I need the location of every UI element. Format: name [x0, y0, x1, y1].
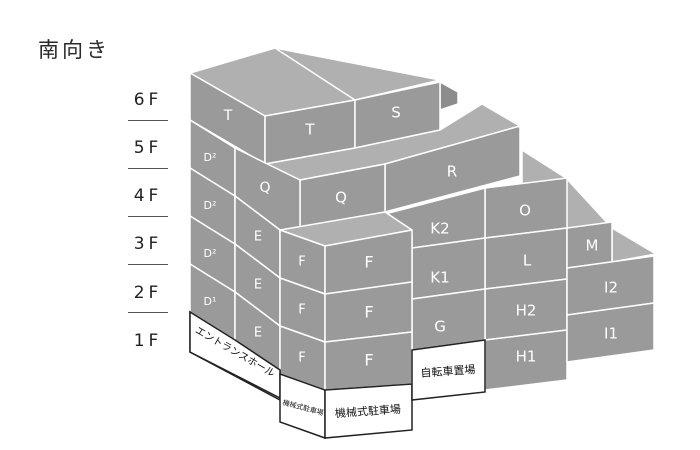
- unit-label-f-side-1f: F: [298, 351, 305, 366]
- bicycle-parking: [411, 339, 486, 401]
- unit-label-i2: I2: [604, 279, 618, 297]
- unit-label-i1: I1: [604, 325, 618, 343]
- floor-label-6f: 6F: [133, 90, 163, 110]
- unit-label-f-2f: F: [364, 303, 373, 322]
- floor-label-4f: 4F: [133, 186, 163, 206]
- floor-divider: [128, 312, 168, 313]
- orientation-label: 南向き: [38, 38, 110, 62]
- unit-label-t-left: T: [223, 108, 233, 124]
- bicycle-parking-label: 自転車置場: [420, 362, 476, 380]
- unit-label-d2-5f: D²: [204, 151, 217, 164]
- unit-label-e-3f: E: [254, 278, 262, 293]
- floor-divider: [128, 168, 168, 169]
- unit-label-m: M: [586, 237, 599, 255]
- unit-label-d1-2f: D¹: [204, 295, 217, 308]
- unit-label-h1: H1: [516, 348, 537, 366]
- floor-divider: [128, 216, 168, 217]
- unit-label-q: Q: [335, 189, 347, 207]
- unit-label-l: L: [523, 252, 532, 270]
- unit-label-g: G: [434, 318, 446, 336]
- mechanical-parking: [324, 383, 413, 439]
- floor-divider: [128, 264, 168, 265]
- unit-label-k2: K2: [430, 220, 449, 238]
- unit-label-f-1f: F: [364, 351, 373, 370]
- mechanical-parking-label: 機械式駐車場: [335, 402, 402, 421]
- unit-label-e-4f: E: [254, 230, 262, 245]
- unit-label-d2-3f: D²: [204, 247, 217, 260]
- floor-label-1f: 1F: [133, 331, 163, 351]
- unit-i1: [566, 302, 655, 363]
- unit-label-o: O: [519, 202, 531, 220]
- unit-label-h2: H2: [516, 302, 537, 320]
- wing-step-6f: [439, 81, 459, 111]
- floor-label-5f: 5F: [133, 138, 163, 158]
- floor-divider: [128, 120, 168, 121]
- unit-label-t: T: [304, 121, 315, 139]
- unit-label-f-side-3f: F: [298, 255, 305, 270]
- unit-label-f-side-2f: F: [298, 303, 305, 318]
- unit-label-q-side: Q: [259, 180, 270, 196]
- unit-label-e-2f: E: [254, 326, 262, 341]
- unit-label-k1: K1: [430, 269, 449, 287]
- floor-label-3f: 3F: [133, 234, 163, 254]
- unit-label-d2-4f: D²: [204, 199, 217, 212]
- floor-label-2f: 2F: [133, 283, 163, 303]
- unit-label-f-3f: F: [364, 253, 373, 272]
- unit-label-s: S: [391, 104, 401, 122]
- unit-label-r: R: [447, 163, 457, 181]
